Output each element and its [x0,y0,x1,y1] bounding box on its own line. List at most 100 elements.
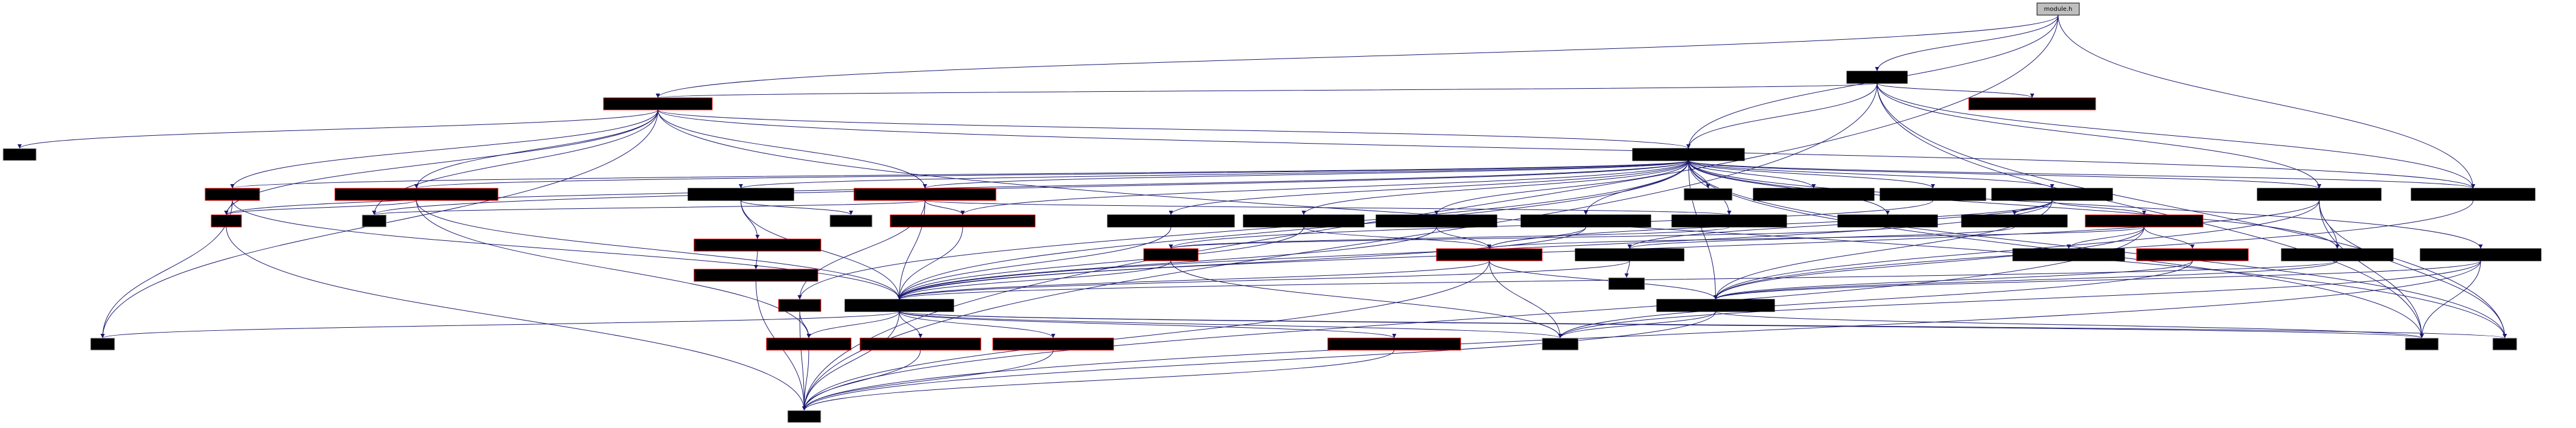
node-module-h[interactable]: module.h [2036,2,2080,16]
edge-modulemanager-h-to-posixsem-h [1876,83,2473,189]
edge-arrowhead [372,211,377,215]
node-rint-h[interactable]: rdkcore/rprimitive/rint.h [1837,214,1938,228]
node-time-h[interactable]: rdkcore/time/time.h [766,337,852,351]
node-object-h[interactable]: rdkcore/object/object.h [844,299,954,312]
node-objectdiff-h[interactable]: rdkcore/object/objectdiff.h [2012,248,2125,261]
edge-viewport-h-to-dmatrix-h [2144,226,2193,249]
node-stack-h[interactable]: rdkcore/posixconstructs/stack.h [2420,248,2542,261]
node-rprimitive-h[interactable]: rprimitive.h [1143,248,1199,261]
node-agentconfig-h[interactable]: rdkcore/modules_config/agentconfig.h [1968,97,2096,110]
node-rpoint2od-h[interactable]: rdkcore/geometry/rpoint2od.h [1107,214,1235,228]
node-label: rdkcore/profiling/profiling.h [1773,191,1855,198]
edge-session-h-to-property-h [925,160,1689,189]
node-arpa-inet-h[interactable]: arpa/inet.h [829,214,873,228]
node-label: tcpmanager.h [211,191,253,198]
edge-point-h-to-string [804,260,1490,411]
edge-arrowhead [18,144,22,149]
node-session-h[interactable]: rdkcore/repository/session.h [1632,148,1745,161]
edge-arrowhead [897,295,902,299]
node-list[interactable]: list [2492,337,2517,351]
edge-arrowhead [224,211,229,215]
node-rbool-h[interactable]: rdkcore/rprimitive/rbool.h [1879,188,1986,201]
edge-arrowhead [2335,244,2339,249]
node-set[interactable]: set [362,214,387,228]
node-label: rdkcore/serialization/read.h [879,341,962,348]
edge-arrowhead [230,184,235,188]
node-posixsem-h[interactable]: rdkcore/posixconstructs/posixsem.h [2411,188,2536,201]
node-pthread-h[interactable]: pthread.h [2,148,37,161]
node-rstring-h[interactable]: rdkcore/rprimitive/rstring.h [2281,248,2394,261]
node-netexception-h[interactable]: rdkcore/network/netexception.h [693,269,818,282]
node-demangle-h[interactable]: rdkcore/demangle/demangle.h [1327,337,1461,351]
node-rpoint3od-h[interactable]: rdkcore/geometry/rpoint3od.h [1520,214,1651,228]
node-events-h[interactable]: events.h [778,299,821,312]
node-modulemanager-h[interactable]: modulemanager.h [1846,71,1908,84]
edge-object-h-to-map [102,311,900,339]
node-dmatrix-h[interactable]: rdkcore/geometry/dmatrix.h [2136,248,2249,261]
node-property-h[interactable]: rdkcore/repository_struct/property.h [853,188,996,201]
edge-arrowhead [1624,273,1629,278]
edge-arrowhead [1727,211,1732,215]
edge-object-h-to-write-h [899,311,1054,339]
node-repository-h[interactable]: rdkcore/repository/repository.h [603,97,713,110]
edge-arrowhead [802,406,806,410]
node-netaddress-h[interactable]: rdkcore/network/netaddress.h [687,188,794,201]
node-label: session.hpp [1690,191,1726,198]
node-label: rdkcore/geometry/rpoint2d.h [1260,218,1348,225]
node-sstream[interactable]: sstream [1541,337,1579,351]
edge-repository-h-to-property-h [657,109,925,189]
node-rpoint2d-h[interactable]: rdkcore/geometry/rpoint2d.h [1243,214,1365,228]
edge-arrowhead [2471,184,2475,188]
node-label: rdkcore/geometry/rpoint3od.h [1540,218,1631,225]
edge-stack-h-to-textutils-h [1715,260,2481,300]
node-socketaddress-h[interactable]: rdkcore/network/socketaddress.h [693,238,821,252]
node-label: url.h [220,218,234,225]
node-config-h[interactable]: config.h [1608,277,1645,290]
node-map[interactable]: map [90,337,115,351]
node-url-h[interactable]: url.h [211,214,242,228]
edge-point-h-to-sstream [1489,260,1561,339]
node-label: rdkcore/textutils/textutils.h [1674,302,1756,309]
edge-object-h-to-demangle-h [899,311,1395,339]
node-rimage-h[interactable]: rdkcore/graphics/rimage.h [1575,248,1685,261]
node-read-h[interactable]: rdkcore/serialization/read.h [859,337,981,351]
node-rdouble-h[interactable]: rdkcore/rprimitive/rdouble.h [1671,214,1787,228]
node-viewport-h[interactable]: rdkcore/geometry/viewport.h [2085,214,2204,228]
edge-arrowhead [1434,211,1439,215]
edge-stack-h-to-vector [2421,260,2481,339]
node-label: pthread.h [5,152,34,158]
node-profiling-h[interactable]: rdkcore/profiling/profiling.h [1753,188,1875,201]
edge-rdouble-h-to-rprimitive-h [1170,226,1730,249]
node-label: rdkcore/geometry/point.h [1450,252,1528,258]
edge-arrowhead [918,334,923,338]
node-rcbset-h[interactable]: rdkcore/graphics/rcbset.h [1961,214,2068,228]
node-label: set [369,218,378,225]
node-label: rdkcore/repository_struct/robjectqueue.h [901,218,1025,225]
node-vector[interactable]: vector [2405,337,2439,351]
node-string[interactable]: string [787,410,821,423]
edge-session-h-to-netaddress-h [741,160,1689,189]
node-write-h[interactable]: rdkcore/serialization/write.h [992,337,1114,351]
node-container-h[interactable]: rdkcore/container/container.h [2257,188,2382,201]
edge-viewport-h-to-textutils-h [1715,226,2144,300]
node-tcpmanager-h[interactable]: tcpmanager.h [205,188,260,201]
node-textutils-h[interactable]: rdkcore/textutils/textutils.h [1656,299,1775,312]
node-robjectqueue-h[interactable]: rdkcore/repository_struct/robjectqueue.h [890,214,1036,228]
edge-stack-h-to-sstream [1560,260,2481,339]
node-session-hpp[interactable]: session.hpp [1683,188,1733,201]
edge-arrowhead [2050,184,2055,188]
edge-arrowhead [754,265,758,269]
node-label: modulemanager.h [1849,74,1904,81]
node-point-h[interactable]: rdkcore/geometry/point.h [1436,248,1543,261]
node-label: string [795,414,813,420]
edge-object-h-to-list [899,311,2505,339]
edge-arrowhead [1627,244,1632,249]
edge-arrowhead [1931,184,1935,188]
edge-session-h-to-posixsem-h [1688,160,2473,189]
node-memdesubscription-h[interactable]: rdkcore/repository_struct/memdesubscript… [334,188,499,201]
edge-arrowhead [1301,211,1306,215]
node-rpoint3d-h[interactable]: rdkcore/geometry/rpoint3d.h [1376,214,1497,228]
node-rmapimage-h[interactable]: rdkcore/maps/rmapimage.h [1991,188,2113,201]
edge-repository-h-to-posixsem-h [657,109,2473,189]
